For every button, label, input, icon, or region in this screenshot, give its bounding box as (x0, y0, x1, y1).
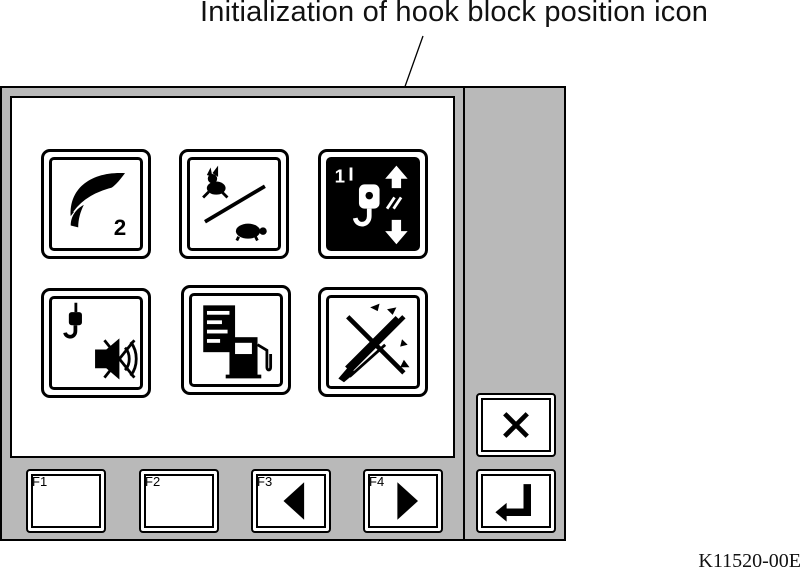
fuel-report-icon (203, 305, 273, 379)
hook-position-badge: 1 (335, 165, 345, 186)
eco-leaf-icon: 2 (70, 172, 126, 240)
boom-cancel-icon (338, 303, 410, 383)
figure-code: K11520-00E (698, 550, 801, 572)
eco-mode-badge: 2 (114, 215, 126, 240)
hook-block-position-icon: 1 (335, 165, 408, 245)
triangle-right-icon (397, 482, 418, 520)
f4-key[interactable]: F4 (363, 469, 443, 533)
f3-key-label: F3 (257, 474, 273, 489)
f3-key[interactable]: F3 (251, 469, 331, 533)
enter-icon (495, 484, 531, 522)
speed-mode-button[interactable] (179, 149, 289, 259)
hook-mute-icon (63, 302, 138, 380)
hook-alarm-mute-button[interactable] (41, 288, 151, 398)
hook-block-position-init-button[interactable]: 1 (318, 149, 428, 259)
rabbit-turtle-icon (202, 165, 267, 242)
cancel-button[interactable] (476, 393, 556, 457)
f2-key-label: F2 (145, 474, 161, 489)
f1-key-label: F1 (32, 474, 48, 489)
f4-key-label: F4 (369, 474, 385, 489)
monitor-divider (463, 86, 465, 541)
callout-label: Initialization of hook block position ic… (200, 0, 709, 28)
eco-mode-2-button[interactable]: 2 (41, 149, 151, 259)
fuel-report-button[interactable] (181, 285, 291, 395)
f1-key[interactable]: F1 (26, 469, 106, 533)
enter-button[interactable] (476, 469, 556, 533)
triangle-left-icon (283, 482, 305, 520)
boom-function-cancel-button[interactable] (318, 287, 428, 397)
close-icon (503, 412, 529, 438)
f2-key[interactable]: F2 (139, 469, 219, 533)
